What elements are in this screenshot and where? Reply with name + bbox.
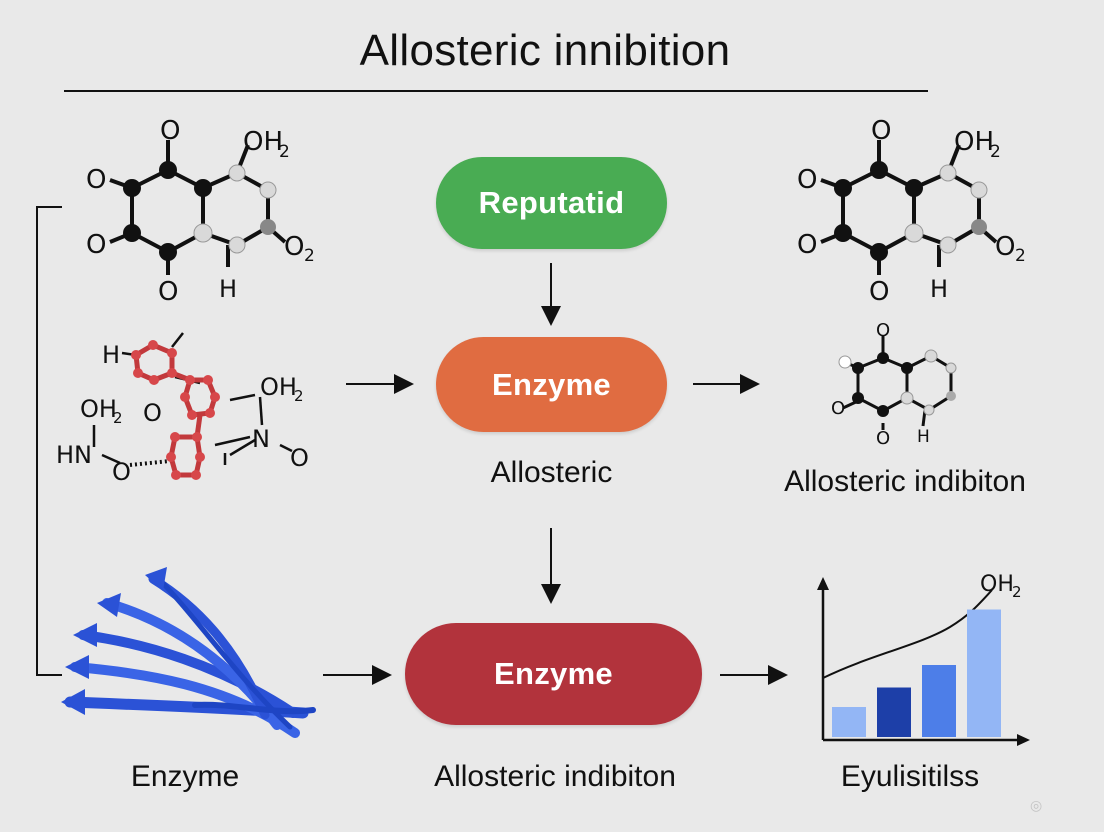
mol-mr-o-left: O bbox=[831, 398, 845, 419]
chart-bar-3 bbox=[922, 665, 956, 737]
chart-curve-label-sub: 2 bbox=[1012, 583, 1022, 601]
mol-tr-oh2: OH bbox=[954, 127, 994, 157]
mol-tl-o-left1: O bbox=[86, 165, 106, 195]
mol-tr-o-top: O bbox=[871, 116, 891, 146]
molecule-mid-left: H OH 2 O OH 2 HN O N O bbox=[56, 332, 309, 486]
mol-tl-h: H bbox=[219, 275, 237, 303]
mol-tr-o-bottom: O bbox=[869, 277, 889, 307]
enzyme-node-bottom: Enzyme bbox=[405, 623, 702, 725]
mol-tl-o-left2: O bbox=[86, 230, 106, 260]
mol-ml-oh2-a-sub: 2 bbox=[113, 409, 123, 427]
chart-x-arrowhead bbox=[1017, 734, 1030, 746]
mol-tr-h: H bbox=[930, 275, 948, 303]
diagram-title: Allosteric innibition bbox=[359, 26, 731, 75]
chart-bar-1 bbox=[832, 707, 866, 737]
mol-ml-oh2-b-sub: 2 bbox=[294, 387, 304, 405]
chart-y-arrowhead bbox=[817, 577, 829, 590]
molecule-top-right: O OH 2 O O O 2 O H bbox=[797, 116, 1026, 307]
protein-ribbon-image bbox=[61, 567, 316, 738]
mol-ml-o-a: O bbox=[143, 399, 162, 427]
allosteric-label: Allosteric bbox=[490, 456, 613, 489]
mol-tl-o-bottom: O bbox=[158, 277, 178, 307]
chart-bars-group bbox=[832, 609, 1001, 737]
mol-tr-o2-sub: 2 bbox=[1015, 246, 1026, 266]
bar-chart: OH 2 bbox=[817, 572, 1030, 746]
mol-ml-oh2-b: OH bbox=[260, 373, 297, 401]
watermark-logo: ◎ bbox=[1030, 797, 1043, 813]
reputatid-node: Reputatid bbox=[436, 157, 667, 249]
chart-bar-2 bbox=[877, 687, 911, 737]
mol-ml-o-c: O bbox=[290, 444, 309, 472]
title-underline bbox=[64, 90, 928, 92]
chart-trend-curve bbox=[822, 589, 993, 679]
enzyme-label: Enzyme bbox=[130, 760, 240, 793]
enzyme-node-mid: Enzyme bbox=[436, 337, 667, 432]
mol-tr-o-left2: O bbox=[797, 230, 817, 260]
mol-tr-oh2-sub: 2 bbox=[990, 142, 1001, 162]
mol-mr-o-bottom: O bbox=[876, 428, 890, 449]
mol-ml-hn: HN bbox=[56, 441, 92, 469]
mol-ml-n: N bbox=[252, 425, 270, 453]
molecule-top-left: O OH 2 O O O 2 O H bbox=[86, 116, 315, 307]
allosteric-inhibition-label-center: Allosteric indibiton bbox=[434, 760, 676, 793]
chart-caption-label: Eyulisitilss bbox=[840, 760, 980, 793]
chart-curve-label: OH bbox=[980, 572, 1014, 597]
mol-tl-o-top: O bbox=[160, 116, 180, 146]
mol-mr-o-top: O bbox=[876, 320, 890, 341]
mol-ml-o-b: O bbox=[112, 458, 131, 486]
mol-ml-oh2-a: OH bbox=[80, 395, 117, 423]
allosteric-inhibition-label-right: Allosteric indibiton bbox=[784, 465, 1026, 498]
mol-tl-oh2-sub: 2 bbox=[279, 142, 290, 162]
mol-ml-h: H bbox=[102, 341, 120, 369]
chart-bar-4 bbox=[967, 609, 1001, 737]
mol-tl-o2: O bbox=[284, 232, 304, 262]
mol-tr-o2: O bbox=[995, 232, 1015, 262]
mol-mr-h: H bbox=[917, 427, 930, 447]
mol-tr-o-left1: O bbox=[797, 165, 817, 195]
mol-tl-oh2: OH bbox=[243, 127, 283, 157]
molecule-mid-right: O O O H bbox=[831, 320, 957, 449]
mol-tl-o2-sub: 2 bbox=[304, 246, 315, 266]
